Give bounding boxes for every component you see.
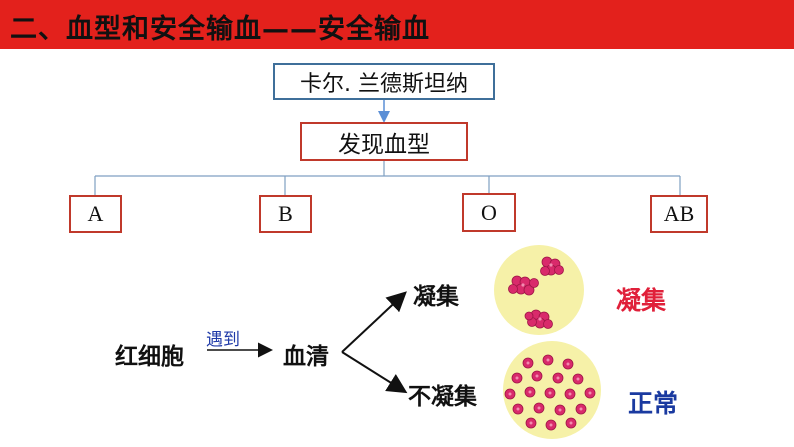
- agglutinate-branch-label: 凝集: [413, 284, 459, 310]
- blood-type-b-label: B: [278, 201, 293, 226]
- blood-type-ab-label: AB: [663, 201, 695, 226]
- not-agglutinate-branch-label: 不凝集: [408, 384, 477, 410]
- arrow-agglutinate: [341, 291, 407, 353]
- blood-type-o-box: O: [462, 193, 516, 232]
- normal-result-label: 正常: [628, 389, 679, 418]
- arrow-not-agglutinate: [341, 351, 408, 394]
- blood-type-a-box: A: [69, 195, 122, 233]
- blood-type-a-label: A: [87, 201, 104, 226]
- discovery-label: 发现血型: [338, 131, 430, 158]
- meets-label: 遇到: [206, 330, 240, 350]
- red-cells-label: 红细胞: [115, 344, 184, 370]
- agglutinated-sample-image: [494, 245, 584, 335]
- discovery-box: 发现血型: [300, 122, 468, 161]
- normal-sample-image: [503, 341, 601, 439]
- page-title: 二、血型和安全输血——安全输血: [10, 14, 430, 45]
- blood-type-b-box: B: [259, 195, 312, 233]
- title-bar: 二、血型和安全输血——安全输血: [0, 0, 794, 49]
- agglutinate-result-label: 凝集: [616, 286, 667, 315]
- blood-type-ab-box: AB: [650, 195, 708, 233]
- blood-type-o-label: O: [481, 199, 497, 225]
- discoverer-label: 卡尔. 兰德斯坦纳: [300, 71, 468, 97]
- discoverer-box: 卡尔. 兰德斯坦纳: [273, 63, 495, 100]
- serum-label: 血清: [283, 344, 329, 370]
